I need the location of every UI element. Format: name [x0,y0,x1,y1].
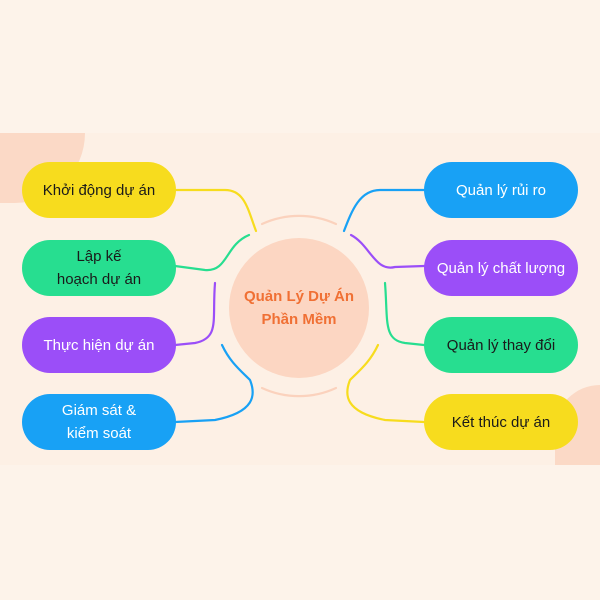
node-lap-ke-hoach: Lập kế hoạch dự án [22,240,176,296]
node-ket-thuc: Kết thúc dự án [424,394,578,450]
central-topic: Quản Lý Dự Án Phần Mềm [229,238,369,378]
central-title-line1: Quản Lý Dự Án [243,288,355,305]
node-label: Kết thúc dự án [451,413,551,431]
node-thuc-hien: Thực hiện dự án [22,317,176,373]
node-label: Lập kế hoạch dự án [56,248,142,288]
connector-right-1 [342,188,426,233]
connector-left-4 [173,343,254,424]
node-label: Quản lý chất lượng [436,259,566,277]
node-chat-luong: Quản lý chất lượng [424,240,578,296]
connector-left-1 [173,188,258,233]
outer-ring-top [260,214,338,226]
connector-right-3 [383,281,426,347]
node-label: Thực hiện dự án [43,336,155,354]
node-giam-sat: Giám sát & kiểm soát [22,394,176,450]
connector-left-2 [173,233,251,272]
outer-ring-bottom [260,386,338,398]
node-rui-ro: Quản lý rủi ro [424,162,578,218]
node-label: Quản lý thay đổi [446,336,556,354]
connector-right-4 [346,343,426,424]
node-label: Quản lý rủi ro [455,181,547,199]
node-label: Giám sát & kiểm soát [61,402,137,442]
central-title-line2: Phần Mềm [261,311,337,328]
connector-right-2 [349,233,426,269]
node-label: Khởi động dự án [42,181,156,199]
connector-left-3 [173,281,217,347]
node-khoi-dong: Khởi động dự án [22,162,176,218]
node-thay-doi: Quản lý thay đổi [424,317,578,373]
